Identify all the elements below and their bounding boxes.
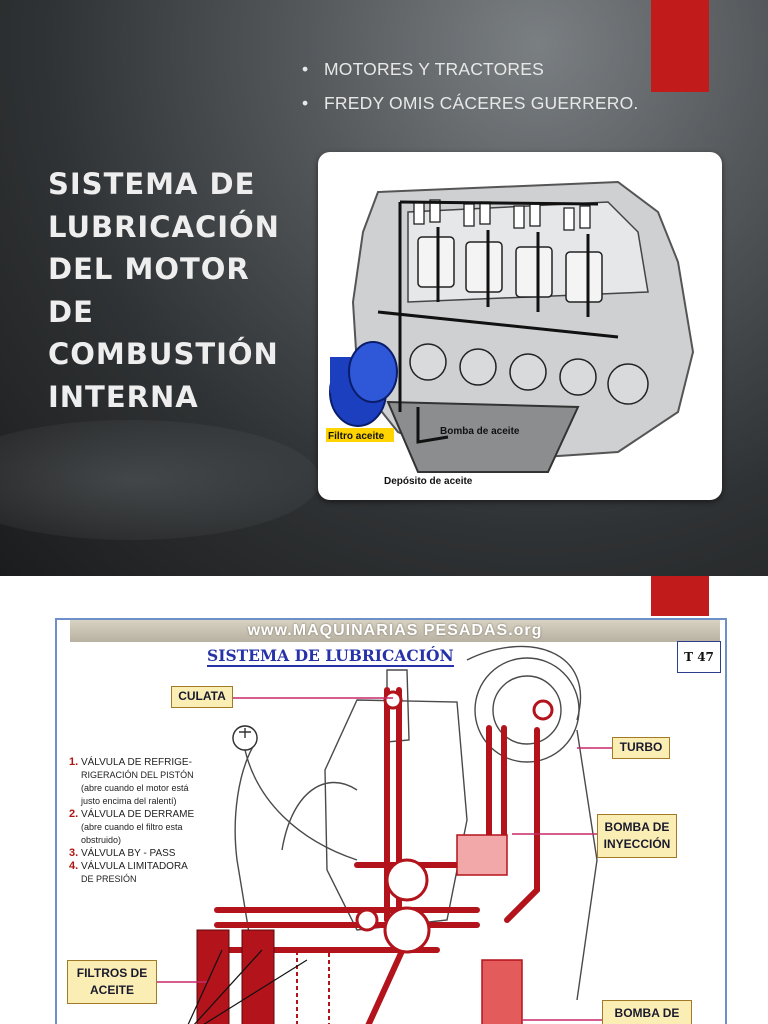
slide-title: SISTEMA DE LUBRICACIÓN DEL MOTOR DE COMB… bbox=[48, 163, 298, 418]
document-title: SISTEMA DE LUBRICACIÓN bbox=[207, 646, 454, 667]
engine-lubrication-diagram: Filtro aceite Bomba de aceite Depósito d… bbox=[326, 180, 695, 487]
label-turbo: TURBO bbox=[612, 737, 670, 759]
slide-1: •MOTORES Y TRACTORES •FREDY OMIS CÁCERES… bbox=[0, 0, 768, 576]
page-code: T 47 bbox=[677, 641, 721, 673]
tank-label: Depósito de aceite bbox=[384, 476, 473, 487]
red-accent-tab bbox=[651, 0, 709, 92]
title-line: DEL MOTOR bbox=[48, 252, 250, 286]
note-item: 3. VÁLVULA BY - PASS bbox=[69, 847, 176, 859]
bullet-dot-icon: • bbox=[302, 59, 309, 79]
note-item: 4. VÁLVULA LIMITADORA bbox=[69, 860, 188, 872]
pressure-gauge-icon bbox=[232, 725, 258, 751]
bullet-item: •MOTORES Y TRACTORES bbox=[302, 56, 639, 90]
lubrication-schematic: 1 bbox=[157, 645, 612, 1024]
label-filtros-aceite: FILTROS DE ACEITE bbox=[67, 960, 157, 1004]
background-glow bbox=[0, 420, 320, 540]
bullet-item: •FREDY OMIS CÁCERES GUERRERO. bbox=[302, 90, 639, 124]
filter-label: Filtro aceite bbox=[328, 431, 385, 442]
note-item: 1. VÁLVULA DE REFRIGE- bbox=[69, 756, 192, 768]
bullet-dot-icon: • bbox=[302, 93, 309, 113]
title-line: LUBRICACIÓN bbox=[48, 209, 280, 244]
title-line: COMBUSTIÓN bbox=[48, 337, 279, 371]
engine-diagram-image: Filtro aceite Bomba de aceite Depósito d… bbox=[318, 152, 722, 500]
note-item: 2. VÁLVULA DE DERRAME bbox=[69, 808, 195, 820]
lubrication-document: www.MAQUINARIAS PESADAS.org SISTEMA DE L… bbox=[55, 618, 727, 1024]
subtitle-bullets: •MOTORES Y TRACTORES •FREDY OMIS CÁCERES… bbox=[302, 56, 639, 124]
label-bomba-inyeccion: BOMBA DE INYECCIÓN bbox=[597, 814, 677, 858]
title-line: SISTEMA DE bbox=[48, 167, 256, 201]
watermark-banner: www.MAQUINARIAS PESADAS.org bbox=[70, 620, 720, 642]
label-culata: CULATA bbox=[171, 686, 233, 708]
title-line: INTERNA bbox=[48, 379, 199, 414]
slide-2: www.MAQUINARIAS PESADAS.org SISTEMA DE L… bbox=[0, 576, 768, 1024]
pump-label: Bomba de aceite bbox=[440, 426, 520, 437]
red-accent-tab bbox=[651, 576, 709, 616]
valve-notes: 1. VÁLVULA DE REFRIGE- RIGERACIÓN DEL PI… bbox=[69, 756, 229, 886]
label-bomba: BOMBA DE bbox=[602, 1000, 692, 1024]
oil-filter-icon bbox=[329, 341, 398, 427]
title-line: DE bbox=[48, 294, 94, 329]
